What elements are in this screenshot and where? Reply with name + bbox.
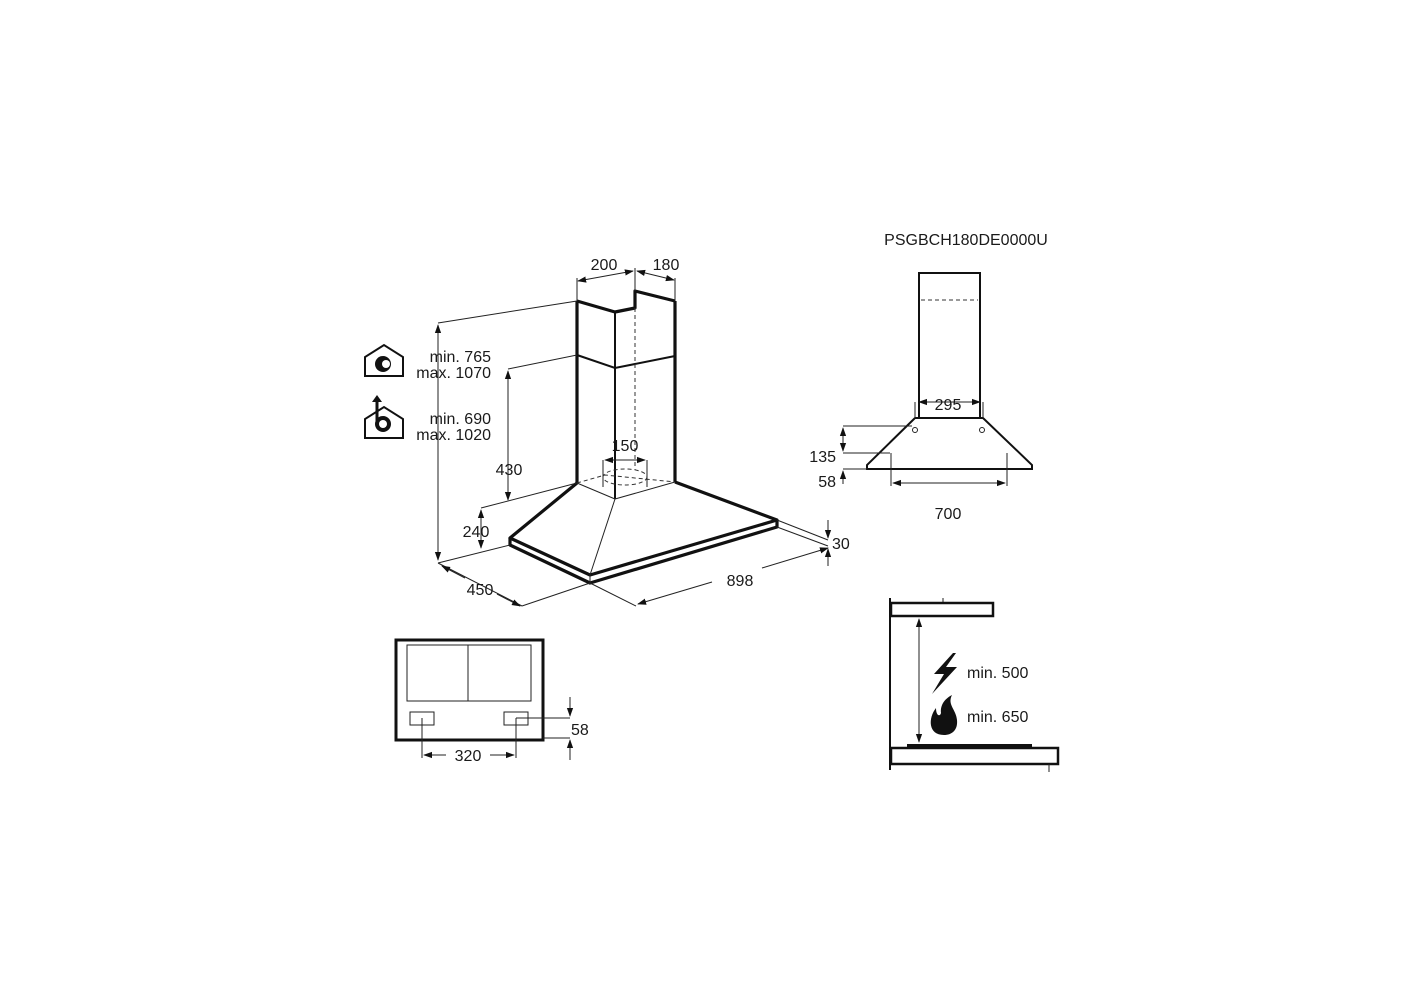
recirculation-min: min. 690 [430, 411, 491, 428]
dim-depth: 450 [467, 582, 494, 599]
dim-hook-height: 135 [809, 449, 836, 466]
recirculation-icon [364, 395, 404, 439]
dim-chimney-width: 200 [591, 257, 618, 274]
side-view: PSGBCH180DE0000U 295 135 58 700 [809, 232, 1048, 523]
extraction-max: max. 1070 [416, 365, 491, 382]
dim-width: 898 [727, 573, 754, 590]
dim-side-chimney-width: 295 [935, 397, 962, 414]
dim-chimney-depth: 180 [653, 257, 680, 274]
electric-min-clearance: min. 500 [967, 665, 1028, 682]
extraction-min: min. 765 [430, 349, 491, 366]
dim-lower-chimney: 430 [496, 462, 523, 479]
model-number: PSGBCH180DE0000U [884, 232, 1048, 249]
flame-icon [930, 695, 958, 735]
hood-outline [508, 289, 779, 585]
dim-edge: 30 [832, 536, 850, 553]
dim-filter-offset: 58 [571, 722, 589, 739]
main-isometric-view: 200 180 150 430 240 450 898 30 min. 765 … [364, 257, 850, 607]
dimension-lines [434, 268, 832, 607]
dim-hole-spacing: 700 [935, 506, 962, 523]
clearance-view: min. 500 min. 650 [889, 598, 1060, 772]
dim-duct: 150 [612, 438, 639, 455]
extraction-icon [364, 343, 404, 377]
bottom-view: 320 58 [394, 638, 589, 765]
lightning-icon [932, 653, 957, 694]
recirculation-max: max. 1020 [416, 427, 491, 444]
dim-canopy-height: 240 [463, 524, 490, 541]
gas-min-clearance: min. 650 [967, 709, 1028, 726]
dim-hole-height: 58 [818, 474, 836, 491]
dim-filter-spacing: 320 [455, 748, 482, 765]
